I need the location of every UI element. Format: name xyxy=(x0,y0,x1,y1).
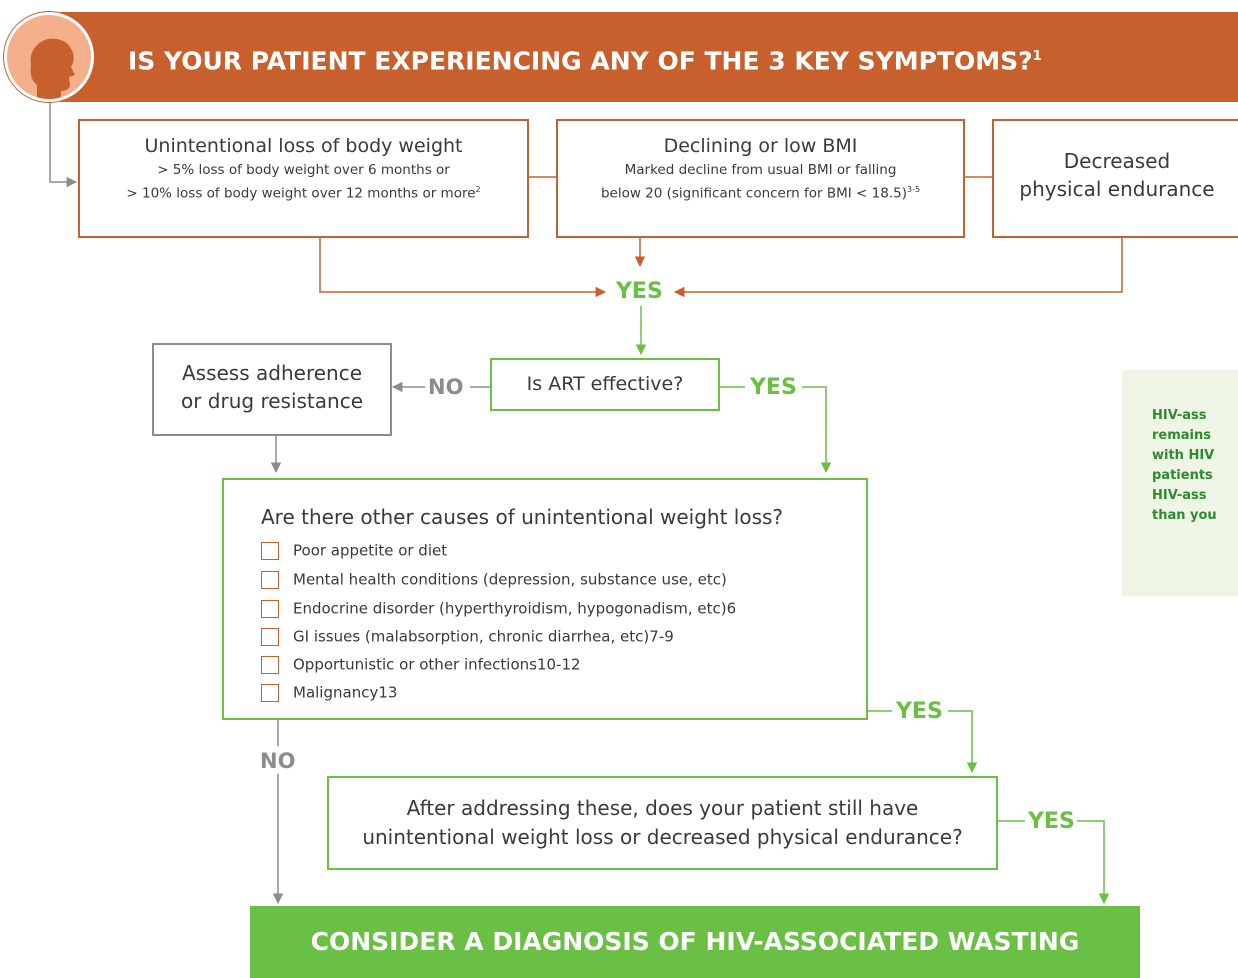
cause-item: Mental health conditions (depression, su… xyxy=(261,569,727,591)
cause-item: Endocrine disorder (hyperthyroidism, hyp… xyxy=(261,598,736,620)
side-note-panel xyxy=(1122,370,1238,596)
cause-item: Opportunistic or other infections10-12 xyxy=(261,654,581,676)
connector-after-yes-to-final xyxy=(1077,820,1110,905)
symptom-bmi-detail: Marked decline from usual BMI or falling… xyxy=(600,162,921,202)
yes-label-symptoms: YES xyxy=(616,279,663,304)
cause-checkbox[interactable] xyxy=(261,541,279,560)
symptom-weight-loss-detail: > 5% loss of body weight over 6 months o… xyxy=(126,162,481,202)
art-effective-box: Is ART effective? xyxy=(490,358,720,411)
symptom-endurance-box: Decreased physical endurance xyxy=(992,119,1238,238)
connector-header-to-symptom1 xyxy=(49,102,78,188)
cause-item: Poor appetite or diet xyxy=(261,540,447,562)
cause-checkbox[interactable] xyxy=(261,683,279,702)
symptom-weight-loss-title: Unintentional loss of body weight xyxy=(144,135,463,157)
after-addressing-box: After addressing these, does your patien… xyxy=(327,776,998,870)
symptom-bmi-box: Declining or low BMI Marked decline from… xyxy=(556,119,965,238)
yes-label-after: YES xyxy=(1028,809,1075,834)
no-label-art: NO xyxy=(428,375,464,399)
assess-adherence-box: Assess adherence or drug resistance xyxy=(152,343,392,436)
symptom-bmi-title: Declining or low BMI xyxy=(663,135,858,157)
yes-label-causes: YES xyxy=(896,699,943,724)
header-bar xyxy=(60,12,1238,102)
assess-text: Assess adherence or drug resistance xyxy=(180,361,364,413)
cause-checkbox[interactable] xyxy=(261,570,279,589)
final-diagnosis-bar: CONSIDER A DIAGNOSIS OF HIV-ASSOCIATED W… xyxy=(250,906,1140,978)
connector-sym3-to-yes xyxy=(673,238,1123,298)
side-note-text: HIV-ass remains with HIV patients HIV-as… xyxy=(1152,408,1217,523)
art-question: Is ART effective? xyxy=(526,373,684,395)
connector-art-yes-to-causes xyxy=(802,386,832,474)
cause-item: Malignancy13 xyxy=(261,682,397,704)
connector-sym1-to-yes xyxy=(319,238,607,298)
patient-avatar-icon xyxy=(4,12,94,102)
header-title: IS YOUR PATIENT EXPERIENCING ANY OF THE … xyxy=(128,46,1042,76)
cause-checkbox[interactable] xyxy=(261,599,279,618)
yes-label-art: YES xyxy=(750,375,797,400)
after-question: After addressing these, does your patien… xyxy=(362,796,963,849)
other-causes-title: Are there other causes of unintentional … xyxy=(261,505,784,529)
cause-checkbox[interactable] xyxy=(261,627,279,646)
cause-checkbox[interactable] xyxy=(261,655,279,674)
other-causes-box: Are there other causes of unintentional … xyxy=(222,478,868,720)
symptom-weight-loss-box: Unintentional loss of body weight > 5% l… xyxy=(78,119,529,238)
symptom-endurance-text: Decreased physical endurance xyxy=(1019,149,1215,201)
connector-causes-yes-to-after xyxy=(948,710,978,774)
cause-item: GI issues (malabsorption, chronic diarrh… xyxy=(261,626,674,648)
no-label-causes: NO xyxy=(260,749,296,773)
